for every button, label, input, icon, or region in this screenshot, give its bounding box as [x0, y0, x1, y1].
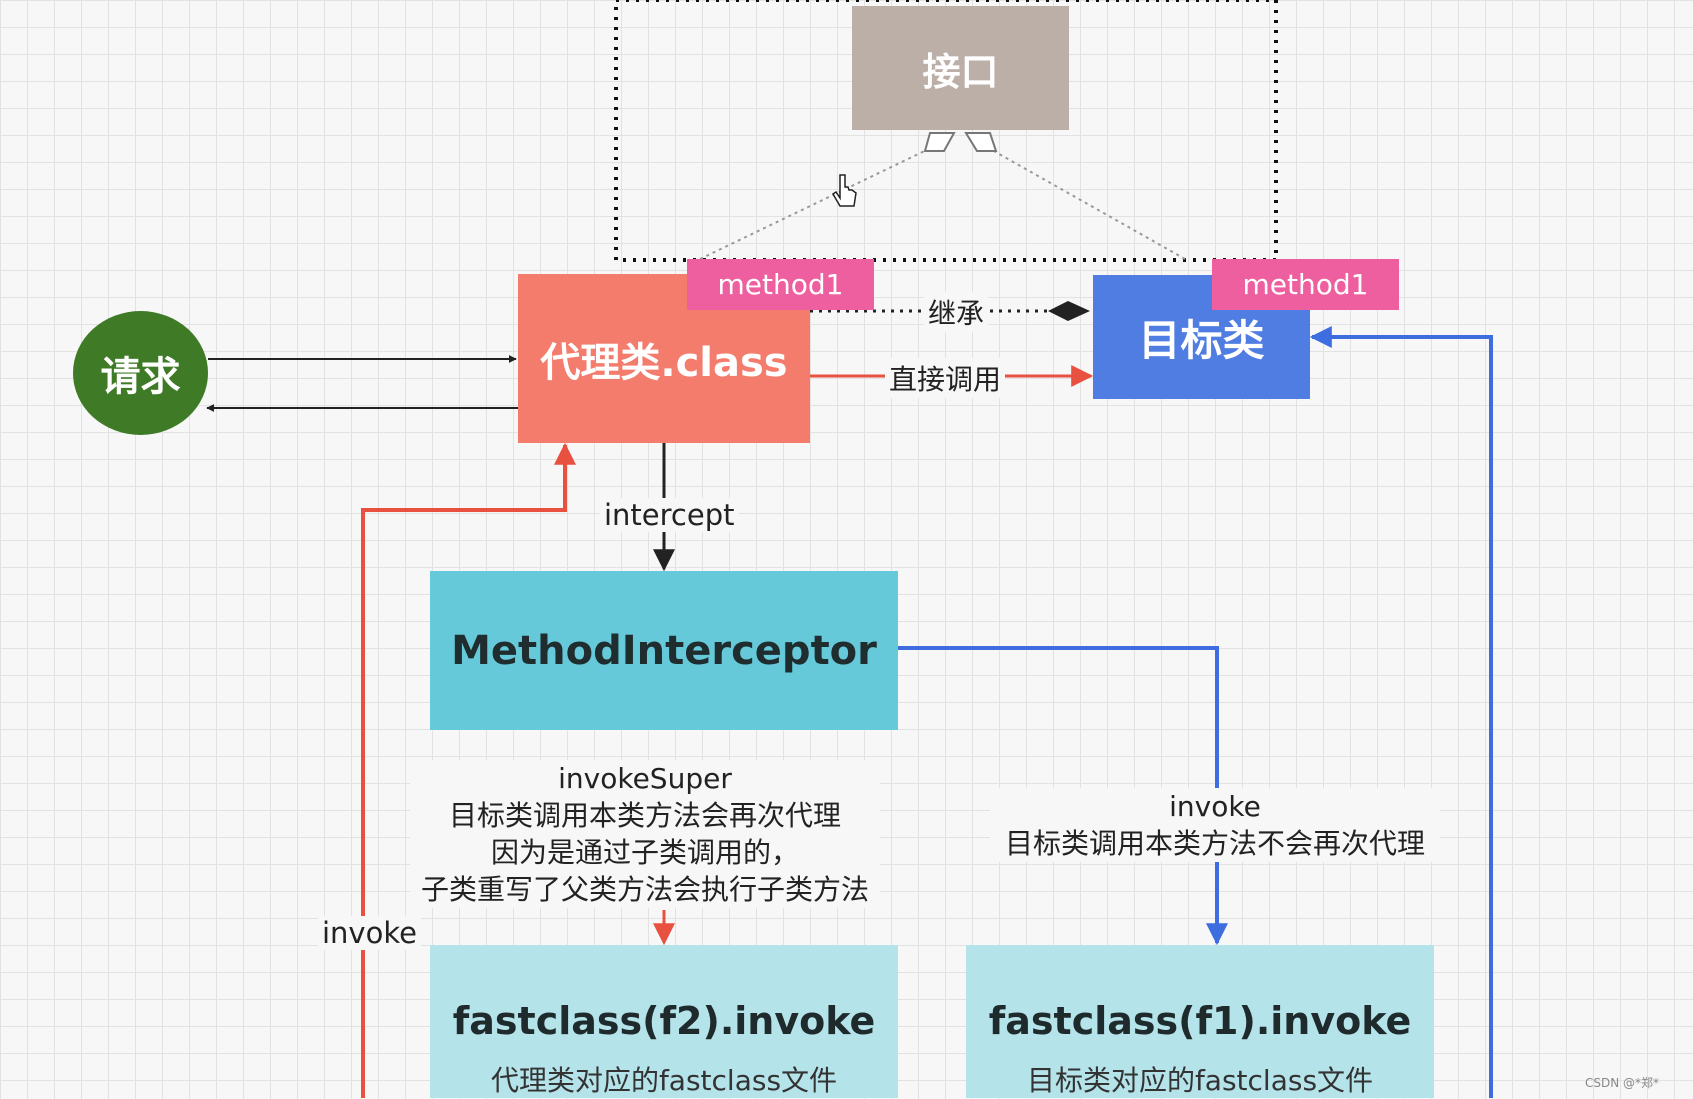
note-line: 因为是通过子类调用的， — [490, 836, 799, 869]
direct-call-label: 直接调用 — [885, 358, 1006, 398]
fastclass-f2-title: fastclass(f2).invoke — [452, 999, 876, 1043]
target-method1-tag: method1 — [1212, 259, 1399, 310]
watermark: CSDN @*郑* — [1585, 1076, 1660, 1090]
intercept-label: intercept — [600, 498, 739, 532]
hand-cursor-icon — [831, 174, 857, 207]
note-line: 子类重写了父类方法会执行子类方法 — [420, 873, 869, 906]
interface-node: 接口 — [852, 6, 1069, 130]
note-line: 目标类调用本类方法会再次代理 — [448, 799, 841, 832]
realize-arrowhead-right — [964, 132, 998, 152]
target-realizes-interface-line — [984, 145, 1186, 260]
interface-group-boundary — [614, 0, 1278, 262]
fastclass-f1-title: fastclass(f1).invoke — [988, 999, 1412, 1043]
realize-arrowhead-left — [923, 132, 956, 152]
fastclass-f1-node: fastclass(f1).invoke 目标类对应的fastclass文件 — [966, 945, 1434, 1098]
note-line: invoke — [1169, 790, 1261, 823]
invoke-super-note: invokeSuper 目标类调用本类方法会再次代理 因为是通过子类调用的， 子… — [410, 760, 880, 908]
note-line: invokeSuper — [558, 762, 732, 795]
fastclass-f1-subtitle: 目标类对应的fastclass文件 — [1026, 1064, 1374, 1097]
inherit-label: 继承 — [924, 292, 989, 332]
fastclass-f1-to-target-path — [1309, 326, 1493, 1098]
proxy-realizes-interface-line — [699, 145, 936, 260]
invoke-note: invoke 目标类调用本类方法不会再次代理 — [990, 788, 1440, 862]
method-interceptor-node: MethodInterceptor — [430, 571, 898, 730]
inherit-diamond — [1048, 301, 1090, 321]
request-node: 请求 — [73, 311, 208, 435]
fastclass-f2-node: fastclass(f2).invoke 代理类对应的fastclass文件 — [430, 945, 898, 1098]
invoke-left-label: invoke — [318, 916, 421, 950]
proxy-method1-tag: method1 — [687, 259, 874, 310]
fastclass-f2-subtitle: 代理类对应的fastclass文件 — [490, 1064, 838, 1097]
note-line: 目标类调用本类方法不会再次代理 — [1004, 827, 1425, 860]
invoke-back-to-proxy-path — [361, 442, 576, 1098]
